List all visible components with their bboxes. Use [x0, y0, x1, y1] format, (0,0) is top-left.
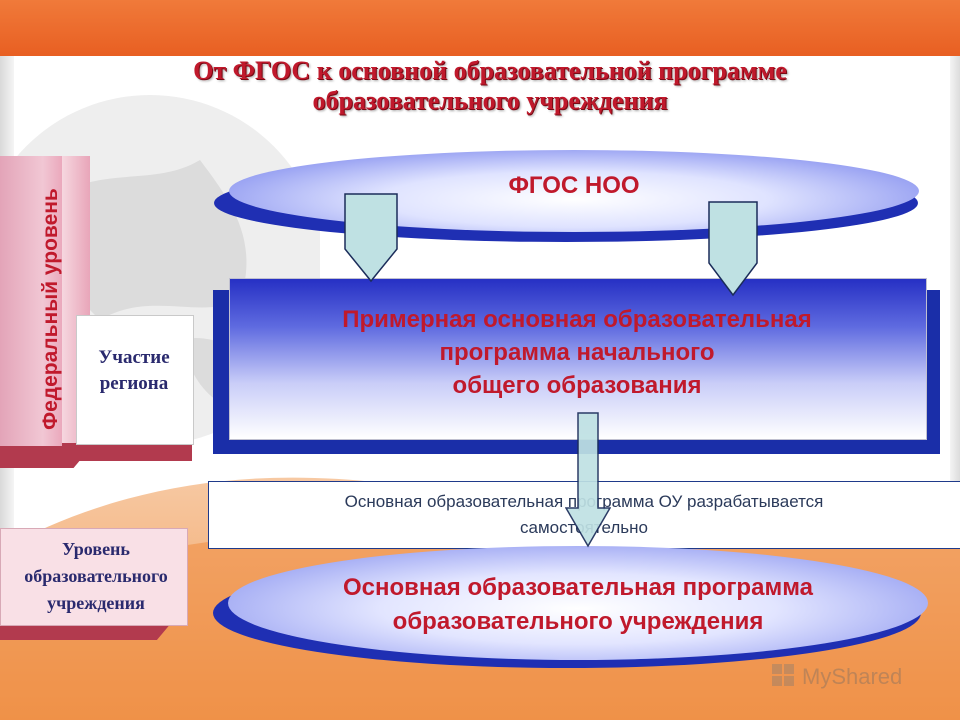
federal-level-label: Федеральный уровень — [36, 156, 66, 461]
example-program-line-2: программа начального — [439, 339, 715, 366]
region-label-line-1: Участие — [98, 347, 170, 368]
school-level-label: Уровень образовательного учреждения — [0, 536, 192, 617]
top-orange-band — [0, 0, 960, 56]
region-level-label: Участие региона — [76, 345, 192, 397]
example-program-label: Примерная основная образовательная прогр… — [229, 303, 925, 402]
title-line-2: образовательного учреждения — [312, 86, 668, 115]
school-program-line-1: Основная образовательная программа — [343, 574, 813, 601]
school-program-line-2: образовательного учреждения — [392, 608, 764, 635]
school-label-line-1: Уровень — [62, 539, 130, 559]
federal-level-text: Федеральный уровень — [39, 187, 62, 430]
school-label-line-2: образовательного — [24, 566, 168, 586]
svg-text:MyShared: MyShared — [802, 664, 902, 689]
region-level-shadow — [62, 443, 192, 461]
region-label-line-2: региона — [99, 373, 169, 394]
page-title: От ФГОС к основной образовательной прогр… — [100, 56, 880, 116]
title-line-1: От ФГОС к основной образовательной прогр… — [193, 56, 787, 85]
region-level-panel — [76, 315, 194, 445]
school-level-panel — [0, 528, 188, 626]
fgos-label: ФГОС НОО — [508, 172, 640, 199]
down-arrow-left-icon — [344, 193, 398, 283]
example-program-line-1: Примерная основная образовательная — [342, 306, 812, 333]
school-label-line-3: учреждения — [47, 593, 145, 613]
fgos-ellipse — [229, 150, 919, 232]
example-program-line-3: общего образования — [452, 372, 702, 399]
watermark: MyShared — [770, 658, 930, 692]
down-arrow-center-icon — [565, 412, 611, 548]
down-arrow-right-icon — [708, 201, 758, 297]
watermark-logo-icon: MyShared — [772, 664, 902, 689]
right-edge-shade — [950, 0, 960, 720]
school-program-ellipse — [228, 546, 928, 660]
school-program-label: Основная образовательная программа образ… — [228, 571, 928, 639]
